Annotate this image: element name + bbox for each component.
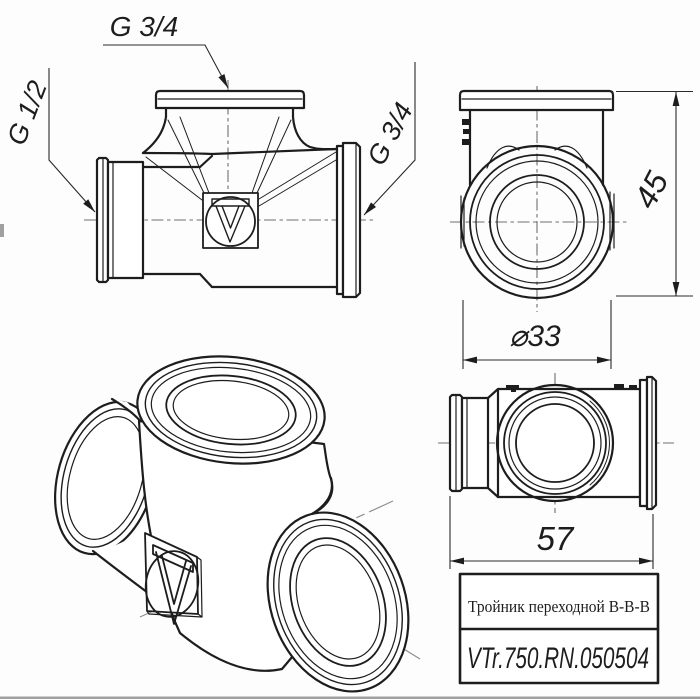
thread-label-left: G 1/2: [1, 77, 53, 149]
front-left-flange: [95, 156, 145, 284]
iso-right-outlet: [266, 511, 410, 693]
topview-left-flange: [448, 393, 490, 493]
side-top-flange: [458, 89, 615, 112]
front-right-flange: [335, 141, 362, 299]
photo-edge-artifacts: [0, 224, 700, 699]
dimension-length-57: 57: [449, 496, 654, 569]
front-view: [84, 80, 376, 299]
dimension-diameter-value: ⌀33: [509, 320, 561, 353]
iso-shoulder-edge: [310, 476, 333, 516]
top-view: [438, 373, 674, 513]
product-article: VTr.750.RN.050504: [467, 642, 649, 675]
product-name: Тройник переходной В-В-В: [468, 597, 650, 616]
thread-label-top: G 3/4: [110, 11, 178, 42]
iso-logo-plate: [144, 532, 203, 625]
front-branch-neck: [141, 115, 168, 155]
side-view: [450, 86, 628, 312]
topview-right-flange: [638, 375, 658, 511]
thread-label-right: G 3/4: [361, 98, 418, 170]
title-block: Тройник переходной В-В-В VTr.750.RN.0505…: [458, 572, 660, 685]
side-body-circles: [459, 144, 615, 300]
front-body-top: [210, 147, 339, 156]
dimension-diameter-33: ⌀33: [462, 300, 612, 369]
dimension-height-45: 45: [616, 90, 693, 297]
front-internal-lines: [145, 116, 337, 207]
topview-branch-circles: [495, 383, 615, 503]
valtec-logo-iso: [144, 544, 200, 625]
dimension-height-value: 45: [627, 166, 676, 215]
front-logo: [202, 192, 259, 249]
side-parting-marks: [460, 119, 615, 251]
iso-top-opening: [136, 355, 326, 465]
topview-parting-marks: [506, 384, 637, 392]
isometric-view: [53, 355, 421, 693]
dimension-length-value: 57: [537, 520, 575, 557]
valtec-logo-front: [205, 196, 256, 247]
topview-body: [496, 387, 642, 499]
